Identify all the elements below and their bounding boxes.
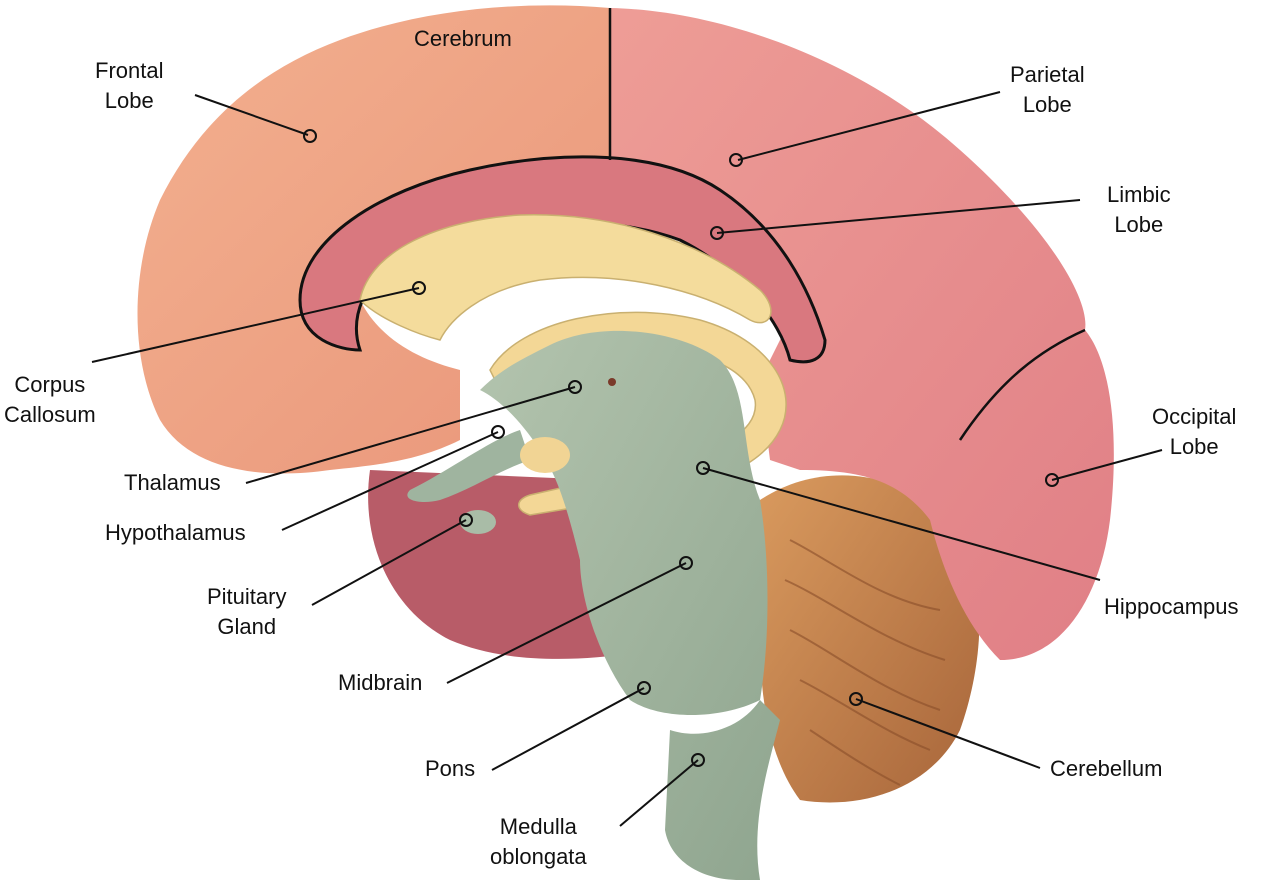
leader-hypothalamus <box>281 431 499 531</box>
leader-medulla <box>619 759 699 827</box>
marker-cerebellum <box>849 692 863 706</box>
marker-hippocampus <box>696 461 710 475</box>
leader-corpus <box>91 287 420 363</box>
occipital-divider <box>958 328 1086 441</box>
label-limbic-lobe: Limbic Lobe <box>1107 182 1171 237</box>
marker-medulla <box>691 753 705 767</box>
label-pituitary-gland: Pituitary Gland <box>207 584 287 639</box>
label-frontal-lobe: Frontal Lobe <box>95 58 164 113</box>
marker-pons <box>637 681 651 695</box>
parietal-occipital-region <box>610 8 1114 660</box>
marker-limbic <box>710 226 724 240</box>
marker-thalamus <box>568 380 582 394</box>
label-hippocampus: Hippocampus <box>1104 594 1239 619</box>
leader-markers <box>303 129 1059 767</box>
leader-parietal <box>737 91 1001 161</box>
label-thalamus: Thalamus <box>124 470 221 495</box>
leader-lines <box>91 91 1163 827</box>
leader-midbrain <box>446 562 687 684</box>
leader-cerebellum <box>855 698 1041 769</box>
label-hypothalamus: Hypothalamus <box>105 520 246 545</box>
label-pons: Pons <box>425 756 476 781</box>
marker-midbrain <box>679 556 693 570</box>
label-medulla-oblongata: Medulla oblongata <box>490 814 587 869</box>
corpus-callosum-region <box>359 214 772 341</box>
leader-frontal <box>194 94 309 136</box>
marker-parietal <box>729 153 743 167</box>
marker-pituitary <box>459 513 473 527</box>
leader-thalamus <box>245 386 576 484</box>
leader-hippocampus <box>702 467 1101 581</box>
leader-occipital <box>1051 449 1163 481</box>
leader-pons <box>491 687 645 771</box>
cerebellum-folia <box>784 539 946 786</box>
label-cerebrum: Cerebrum <box>414 26 512 51</box>
marker-occipital <box>1045 473 1059 487</box>
marker-corpus <box>412 281 426 295</box>
hypothalamus-arm <box>407 430 530 502</box>
marker-frontal <box>303 129 317 143</box>
label-occipital-lobe: Occipital Lobe <box>1152 404 1237 459</box>
label-parietal-lobe: Parietal Lobe <box>1010 62 1085 117</box>
thalamus-dot <box>608 378 616 386</box>
leader-pituitary <box>311 519 467 606</box>
label-midbrain: Midbrain <box>338 670 423 695</box>
leader-limbic <box>716 199 1081 234</box>
label-corpus-callosum: Corpus Callosum <box>4 372 96 427</box>
label-cerebellum: Cerebellum <box>1050 756 1163 781</box>
pituitary-shape <box>460 510 496 534</box>
marker-hypothalamus <box>491 425 505 439</box>
cerebellum-region <box>760 475 980 803</box>
mammillary-shape <box>520 437 570 473</box>
